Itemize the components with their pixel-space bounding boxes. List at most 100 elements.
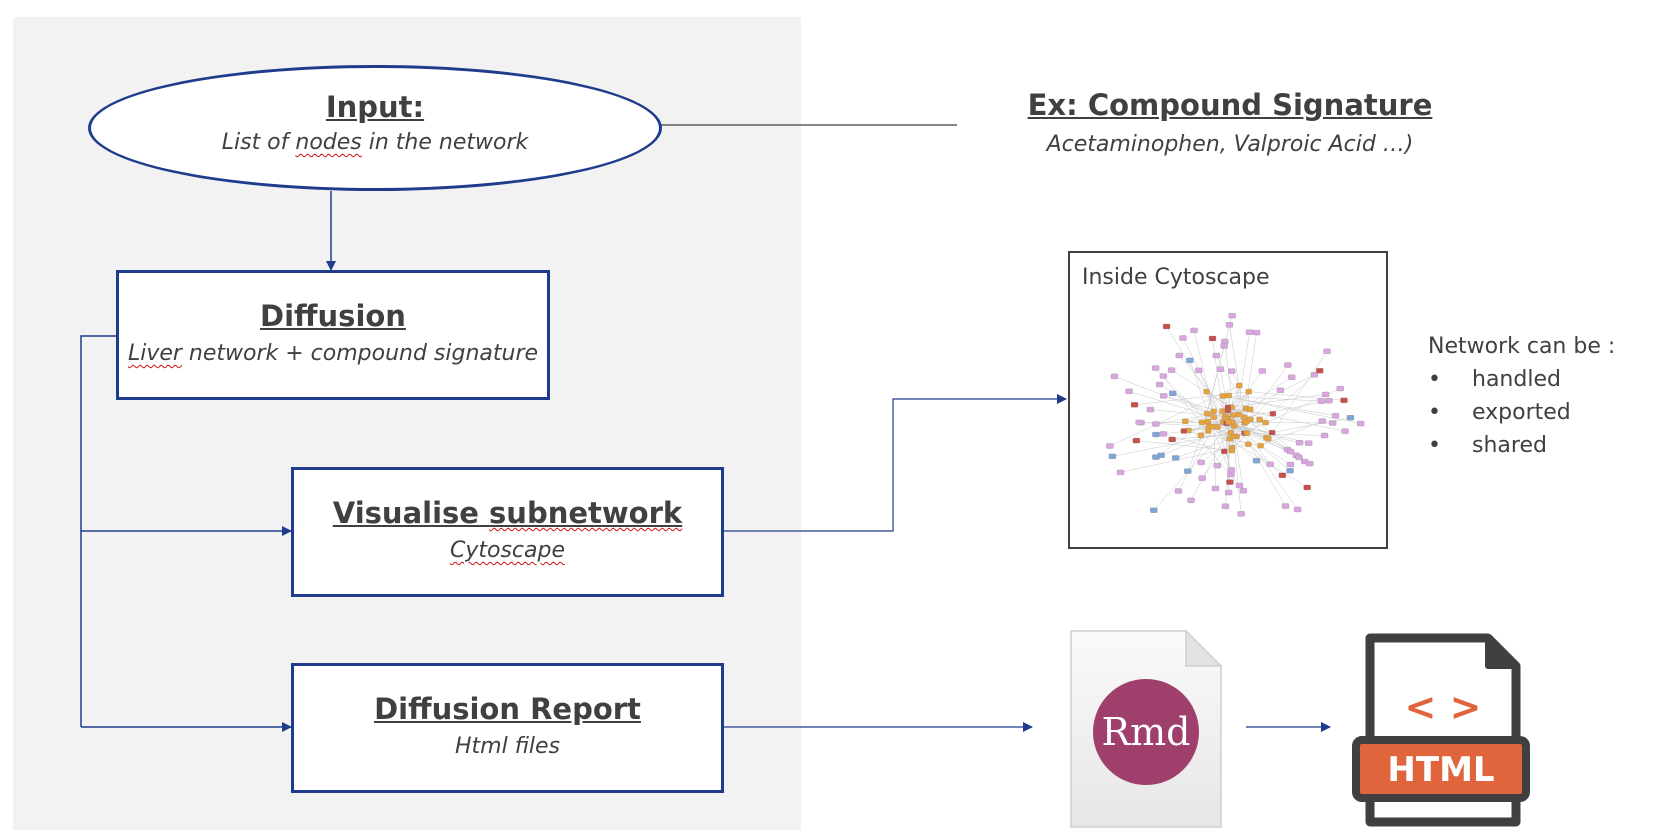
network-node	[1221, 448, 1228, 454]
network-node	[1184, 468, 1192, 474]
network-node	[1336, 385, 1344, 392]
visualise-title-pre: Visualise	[332, 496, 490, 530]
network-node	[1245, 441, 1252, 447]
network-node	[1225, 419, 1232, 425]
network-node	[1257, 442, 1264, 449]
network-node	[1228, 368, 1236, 374]
network-node	[1243, 418, 1250, 425]
example-block: Ex: Compound Signature Acetaminophen, Va…	[980, 88, 1480, 157]
network-node	[1216, 366, 1224, 372]
diffusion-sub-post: network + compound signature	[181, 341, 539, 366]
network-node	[1245, 329, 1254, 335]
network-node	[1197, 459, 1205, 466]
network-node	[1328, 420, 1337, 426]
network-node	[1236, 382, 1243, 389]
network-node	[1214, 424, 1221, 430]
network-edge	[1217, 419, 1260, 466]
network-node	[1125, 388, 1133, 394]
network-node	[1186, 357, 1194, 364]
network-node	[1132, 437, 1141, 444]
list-item: •shared	[1428, 429, 1615, 462]
network-node	[1219, 408, 1226, 414]
network-list-header: Network can be :	[1428, 334, 1616, 359]
network-edge	[1260, 445, 1291, 465]
list-item-label: exported	[1472, 400, 1571, 425]
network-node	[1323, 348, 1331, 354]
network-edge	[1206, 391, 1232, 470]
bullet: •	[1428, 400, 1441, 425]
network-node	[1325, 398, 1333, 404]
network-node	[1225, 322, 1234, 328]
network-node	[1227, 467, 1235, 473]
network-capabilities: Network can be : •handled •exported •sha…	[1428, 334, 1615, 462]
network-node	[1268, 429, 1276, 436]
network-edge	[1136, 440, 1233, 451]
network-edge	[1248, 444, 1283, 476]
network-node	[1228, 313, 1236, 319]
input-subtitle: List of nodes in the network	[91, 130, 659, 155]
network-node	[1239, 488, 1248, 494]
cytoscape-label: Inside Cytoscape	[1082, 265, 1270, 290]
network-node	[1258, 368, 1267, 374]
network-edge	[1171, 369, 1251, 420]
network-node	[1219, 393, 1226, 399]
network-edge	[1208, 426, 1308, 488]
network-edge	[1109, 385, 1240, 447]
network-node	[1159, 373, 1168, 379]
network-edge	[1244, 432, 1325, 436]
network-node	[1210, 414, 1217, 420]
network-edge	[1207, 421, 1300, 443]
network-node	[1180, 428, 1188, 434]
network-node	[1108, 453, 1117, 460]
network-node	[1266, 461, 1274, 467]
network-edge	[1139, 422, 1218, 428]
network-node	[1225, 489, 1233, 496]
input-sub-post: in the network	[361, 130, 529, 155]
network-node	[1284, 362, 1292, 368]
network-edge	[1243, 332, 1257, 418]
report-subtitle: Html files	[454, 734, 561, 759]
network-node	[1252, 458, 1261, 464]
network-edge	[1166, 326, 1234, 437]
network-node	[1286, 461, 1295, 468]
network-node	[1167, 367, 1176, 373]
visualise-title: Visualise subnetwork	[294, 496, 721, 530]
network-node	[1227, 430, 1234, 436]
network-node	[1221, 503, 1230, 509]
network-node	[1182, 418, 1189, 424]
network-node	[1295, 440, 1304, 446]
network-graph-image	[1106, 313, 1365, 517]
visualise-sub-mark: Cytoscape	[449, 538, 565, 563]
network-node	[1204, 418, 1211, 425]
network-node	[1116, 469, 1125, 476]
network-node	[1156, 381, 1164, 388]
network-node	[1221, 338, 1229, 345]
network-node	[1286, 468, 1294, 474]
network-node	[1160, 393, 1168, 399]
network-node	[1256, 416, 1263, 423]
network-node	[1169, 390, 1177, 396]
input-node: Input: List of nodes in the network	[88, 65, 662, 191]
example-subtitle: Acetaminophen, Valproic Acid …)	[1046, 132, 1414, 157]
report-node: Diffusion Report Html files	[291, 663, 724, 793]
visualise-title-mark: subnetwork	[489, 496, 683, 530]
network-node	[1203, 389, 1210, 395]
network-node	[1228, 447, 1236, 454]
network-node	[1278, 472, 1287, 479]
network-edge	[1246, 391, 1250, 434]
network-edge	[1213, 417, 1231, 439]
network-node	[1357, 420, 1365, 427]
network-node	[1247, 406, 1254, 412]
network-node	[1212, 352, 1221, 359]
network-node	[1174, 488, 1183, 494]
network-node	[1225, 392, 1232, 399]
network-node	[1331, 413, 1340, 419]
network-edge	[1272, 417, 1351, 433]
bullet: •	[1428, 433, 1441, 458]
network-node	[1306, 460, 1314, 467]
network-node	[1295, 454, 1303, 461]
network-node	[1317, 398, 1326, 404]
network-edge	[1128, 391, 1214, 418]
bullet: •	[1428, 367, 1441, 392]
report-title: Diffusion Report	[374, 692, 641, 726]
